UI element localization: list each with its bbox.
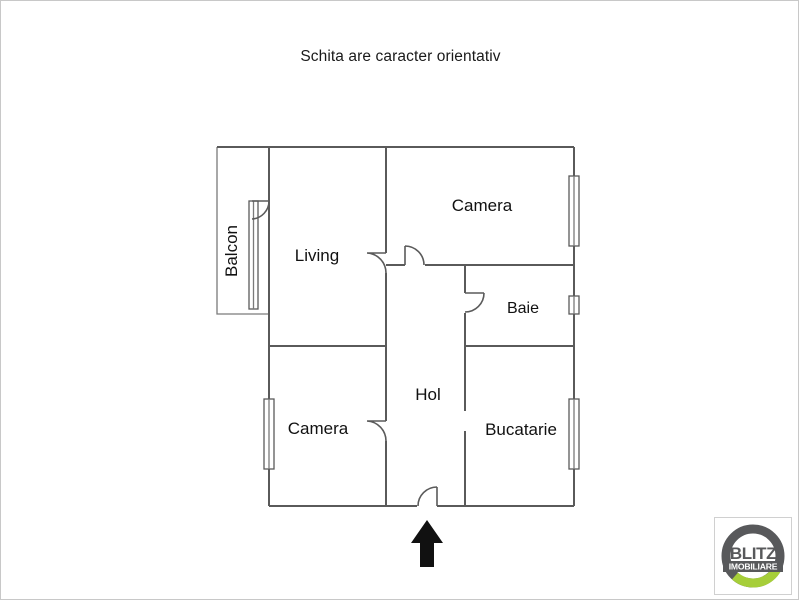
interior-walls (269, 147, 574, 506)
room-label-balcon: Balcon (222, 225, 241, 277)
door-entrance (417, 486, 438, 507)
room-label-baie: Baie (507, 300, 539, 317)
page-title: Schita are caracter orientativ (300, 48, 501, 65)
logo-accent-arc (731, 565, 782, 588)
doors (366, 245, 485, 507)
logo-brand-text: BLITZ (730, 544, 776, 563)
brand-logo: BLITZ IMOBILIARE (714, 517, 792, 595)
room-balcon (216, 146, 270, 315)
room-label-living: Living (295, 246, 339, 265)
logo-subtitle-banner (723, 561, 783, 572)
entrance-arrow (411, 520, 443, 567)
door-camera-1-hol (404, 245, 425, 266)
room-label-bucatarie: Bucatarie (485, 420, 557, 439)
door-baie-hol (464, 292, 485, 313)
logo-mark: BLITZ IMOBILIARE (721, 524, 785, 588)
room-label-camera-1: Camera (452, 196, 513, 215)
room-label-hol: Hol (415, 385, 441, 404)
door-living-hol (366, 252, 387, 274)
door-camera-2-hol (366, 420, 387, 442)
room-label-camera-2: Camera (288, 419, 349, 438)
windows (263, 175, 580, 470)
logo-subtitle-text: IMOBILIARE (729, 562, 778, 572)
